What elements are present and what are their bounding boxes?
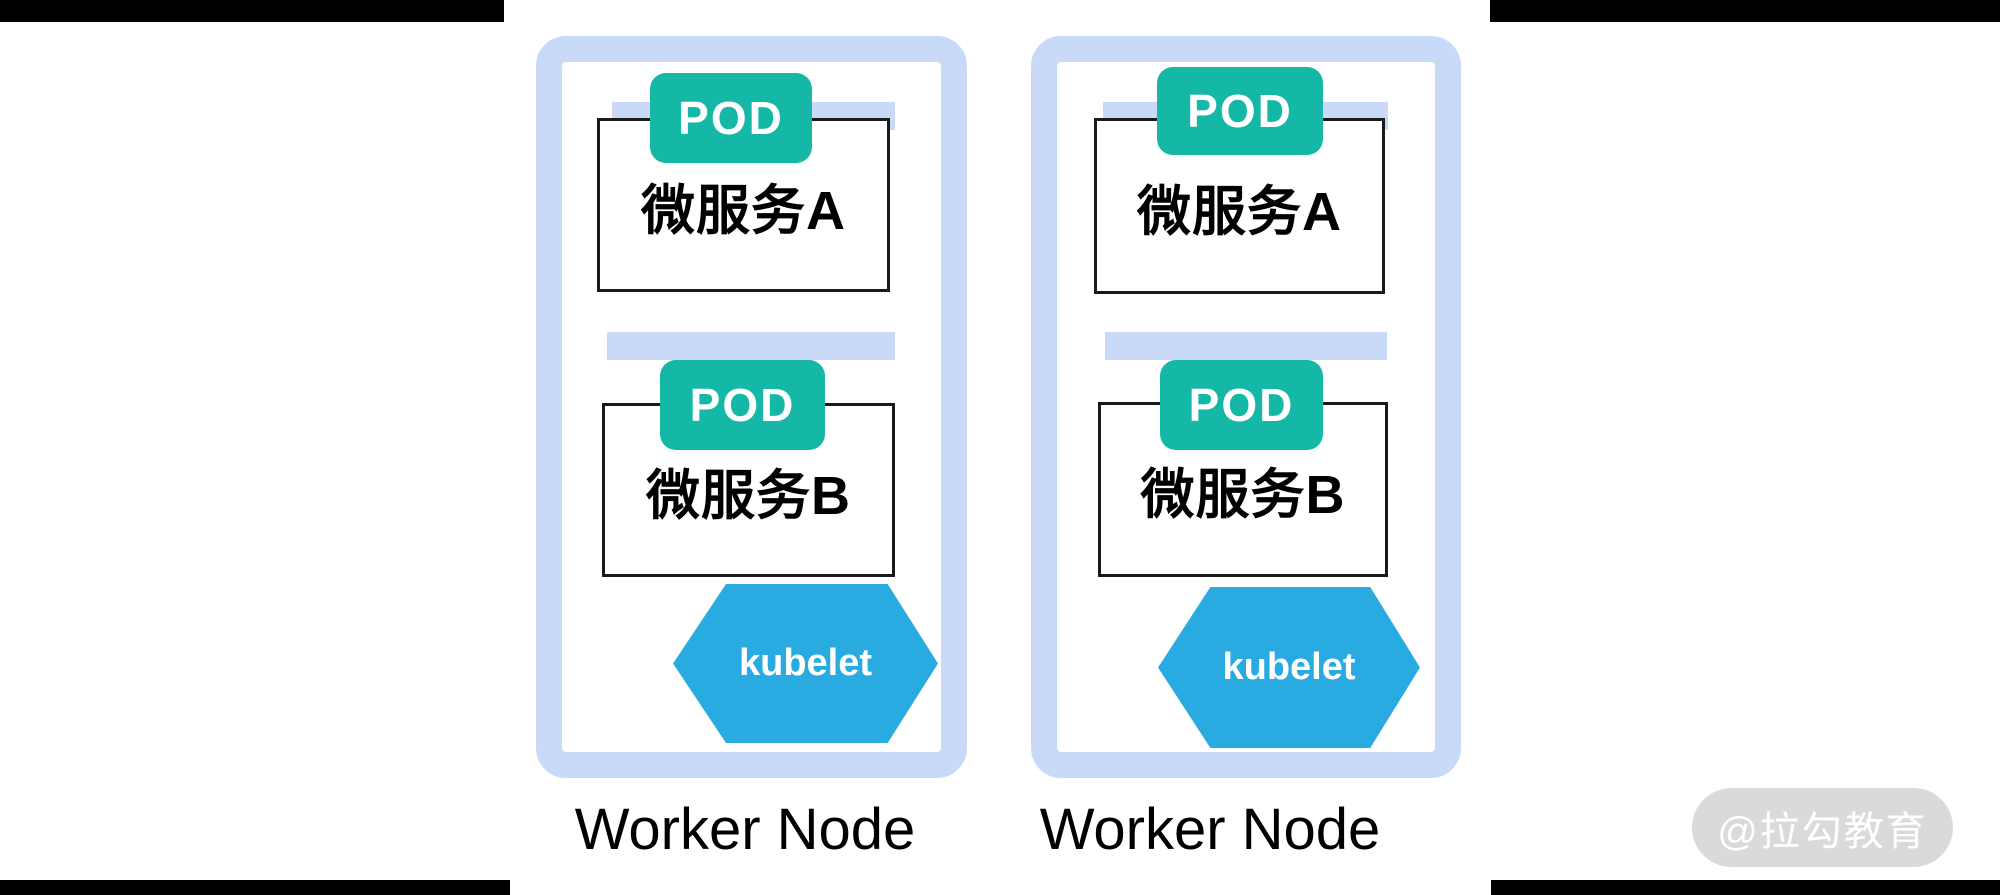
pod-badge: POD bbox=[1157, 67, 1323, 155]
worker-node-label: Worker Node bbox=[1039, 797, 1381, 862]
microservice-box: 微服务A bbox=[597, 118, 890, 292]
letterbox-bar-top-right bbox=[1490, 0, 2000, 22]
pod-shelf-bar bbox=[1105, 332, 1387, 360]
kubelet-label: kubelet bbox=[1222, 646, 1356, 688]
microservice-label: 微服务B bbox=[1140, 465, 1346, 525]
pod-badge: POD bbox=[660, 360, 825, 450]
pod-shelf-bar bbox=[607, 332, 895, 360]
pod-badge-label: POD bbox=[678, 92, 784, 144]
pod-badge-label: POD bbox=[689, 379, 796, 431]
letterbox-bar-bottom-left bbox=[0, 880, 510, 895]
kubelet-hexagon: kubelet bbox=[673, 584, 938, 743]
kubelet-hexagon: kubelet bbox=[1158, 587, 1420, 748]
worker-node-label: Worker Node bbox=[574, 797, 916, 862]
kubelet-label: kubelet bbox=[738, 642, 873, 684]
pod-badge: POD bbox=[650, 73, 812, 163]
microservice-label: 微服务A bbox=[641, 180, 846, 241]
microservice-label: 微服务A bbox=[1137, 181, 1342, 242]
watermark-text: @拉勾教育 bbox=[1717, 809, 1928, 854]
pod-badge-label: POD bbox=[1187, 85, 1293, 137]
microservice-label: 微服务B bbox=[646, 465, 851, 526]
pod-badge-label: POD bbox=[1188, 379, 1295, 431]
pod-badge: POD bbox=[1160, 360, 1323, 450]
letterbox-bar-top-left bbox=[0, 0, 504, 22]
watermark-badge: @拉勾教育 bbox=[1692, 788, 1953, 867]
letterbox-bar-bottom-right bbox=[1491, 880, 2000, 895]
